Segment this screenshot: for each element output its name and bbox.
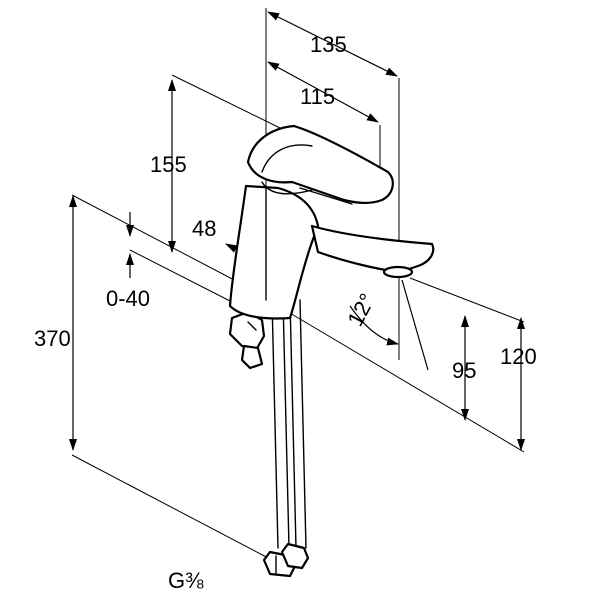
label-48: 48 — [192, 216, 216, 241]
dimension-lines — [69, 11, 525, 451]
label-155: 155 — [150, 152, 187, 177]
angle-arc-12 — [349, 305, 399, 346]
label-12-degrees: 12° — [342, 289, 380, 330]
label-115: 115 — [300, 84, 335, 109]
label-135: 135 — [310, 32, 347, 57]
label-120: 120 — [500, 344, 537, 369]
faucet-body — [228, 124, 435, 578]
label-0-40: 0-40 — [106, 286, 150, 311]
label-370: 370 — [34, 326, 71, 351]
dim-line-115 — [267, 61, 379, 123]
label-thread-g3-8: G⅜ — [168, 568, 204, 593]
angle-line-12 — [401, 279, 429, 371]
label-95: 95 — [452, 358, 476, 383]
